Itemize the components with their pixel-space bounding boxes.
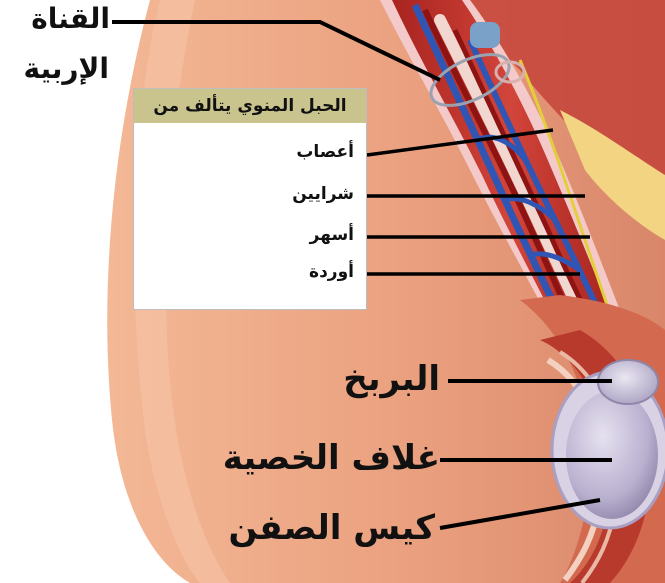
testis	[566, 391, 658, 519]
box-item-vas: أسهر	[310, 225, 354, 245]
label-inguinal-canal-1: القناة	[31, 2, 110, 36]
label-inguinal-canal-2: الإربية	[24, 52, 110, 86]
box-item-nerves: أعصاب	[296, 142, 354, 162]
label-scrotum: كيس الصفن	[228, 508, 435, 548]
box-title: الحبل المنوي يتألف من	[134, 89, 366, 123]
box-item-arteries: شرايين	[292, 184, 354, 204]
blue-vessel-top	[470, 22, 500, 48]
label-epididymis: البربخ	[343, 359, 440, 399]
spermatic-cord-box: الحبل المنوي يتألف من أعصاب شرايين أسهر …	[133, 88, 367, 310]
box-item-veins: أوردة	[309, 262, 354, 282]
label-testis-sheath: غلاف الخصية	[223, 438, 440, 478]
